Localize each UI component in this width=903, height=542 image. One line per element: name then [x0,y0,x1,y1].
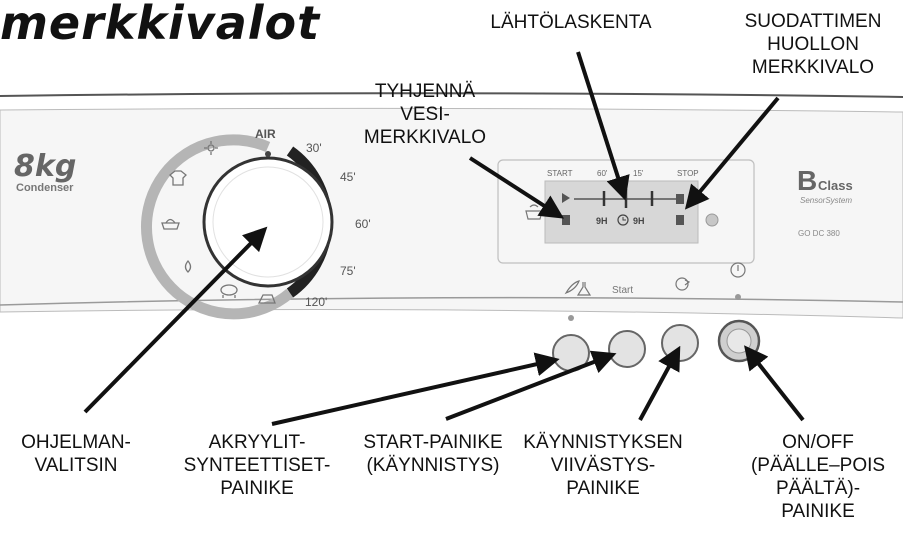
power-icon [730,262,746,278]
display-label-60: 60' [597,169,608,178]
power-led [735,294,741,300]
arrow-suodattimen [684,96,780,210]
display-frame [497,159,755,264]
panel-lower-edge [0,296,903,306]
dial-time-120: 120' [305,295,327,309]
arrow-start [445,350,617,421]
dial-time-75: 75' [340,264,356,278]
sun-icon [204,141,218,155]
panel-top-edge [0,92,903,98]
delay-arrow-icon [675,277,691,291]
callout-kaynnistyksen: KÄYNNISTYKSEN VIIVÄSTYS- PAINIKE [523,432,683,499]
drop-icon [184,259,192,273]
dial-arc-light [141,134,294,320]
program-dial[interactable] [141,134,334,320]
arrow-akryylit [271,352,560,426]
iron-icon [257,294,276,304]
drain-indicator [562,215,570,225]
arrow-kaynnistyksen [638,345,681,421]
capacity-label: 8kg [14,149,76,184]
arrow-ohjelmanvalitsin [83,226,268,414]
delay-button[interactable] [661,324,699,362]
callout-suodattimen: SUODATTIMEN HUOLLON MERKKIVALO [744,11,882,78]
condenser-label: Condenser [16,182,74,194]
clock-icon [617,214,629,226]
drain-tub-icon [525,204,543,220]
diagram-title: merkkivalot [0,0,321,50]
shirt-icon [169,170,187,186]
callout-lahtolaskenta: LÄHTÖLASKENTA [490,12,652,33]
brand-b: B [797,165,817,196]
filter-indicator [676,215,684,225]
dial-time-30: 30' [306,141,322,155]
brand-class: Class [818,178,853,193]
callout-tyhjenna: TYHJENNÄ VESI- MERKKIVALO [363,81,487,148]
start-button-legend: Start [612,285,633,296]
sheep-icon [220,284,238,298]
delay-hours-left: 9H [596,216,608,226]
start-button[interactable] [608,330,646,368]
arrow-lahtolaskenta [576,51,630,201]
dial-knob [202,156,334,288]
callout-start-painike: START-PAINIKE (KÄYNNISTYS) [363,432,503,476]
display-label-15: 15' [633,169,644,178]
feather-flask-icon [564,280,592,296]
display-label-start: START [547,169,573,178]
dial-air-label: AIR [255,127,276,141]
callout-akryylit: AKRYYLIT- SYNTEETTISET- PAINIKE [183,432,331,499]
arrow-tyhjenna [468,156,565,219]
brand-sensor: SensorSystem [800,196,852,205]
dial-time-60: 60' [355,217,371,231]
synthetics-led [568,315,574,321]
basket-icon [161,218,180,230]
filter-led [705,213,719,227]
arrow-onoff [744,345,805,422]
stop-square [676,194,684,204]
dial-top-dot [265,151,271,157]
callout-onoff: ON/OFF (PÄÄLLE–POIS PÄÄLTÄ)- PAINIKE [750,432,886,522]
delay-hours-right: 9H [633,216,645,226]
model-number: GO DC 380 [798,229,840,238]
display-label-stop: STOP [677,169,699,178]
dial-time-45: 45' [340,170,356,184]
callout-ohjelmanvalitsin: OHJELMAN- VALITSIN [21,432,131,476]
